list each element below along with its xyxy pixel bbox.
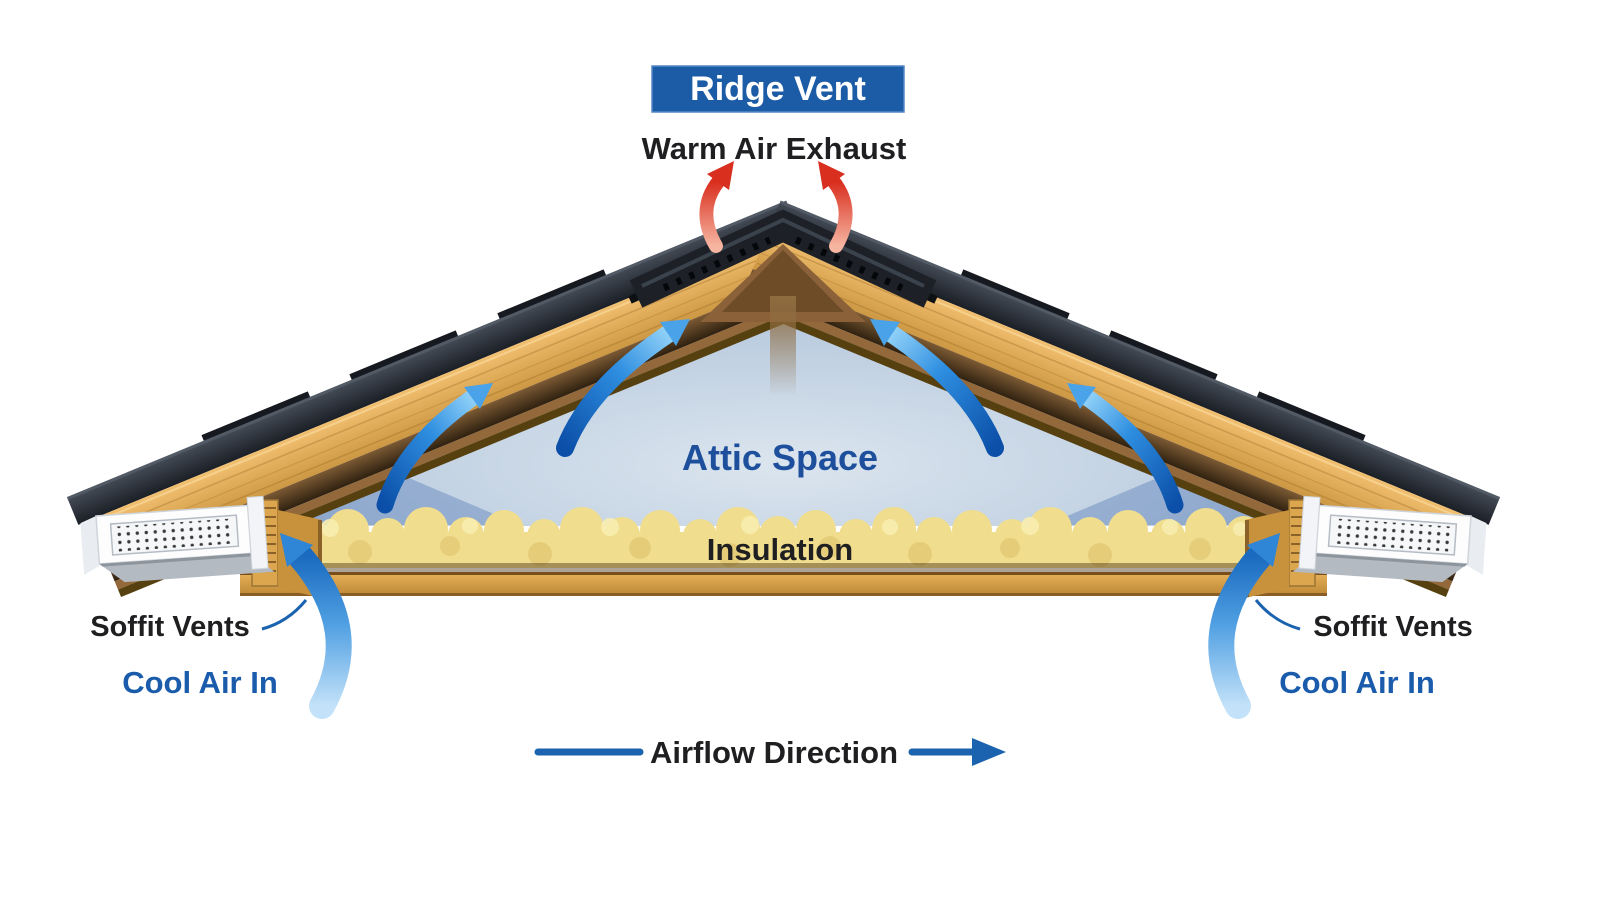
cool-air-in-label-right: Cool Air In — [1279, 665, 1435, 700]
attic-updraft-arrow — [1079, 389, 1184, 514]
attic-space-label: Attic Space — [682, 437, 878, 478]
attic-updraft-arrow — [883, 325, 1004, 457]
warm-exhaust-arrow-right — [827, 175, 853, 253]
attic-updraft-arrow — [376, 389, 481, 514]
ridge-vent-label: Ridge Vent — [690, 70, 866, 108]
soffit-intake-arrow-right — [1208, 543, 1273, 719]
airflow-arrowhead — [972, 738, 1006, 766]
leader-line-right — [1254, 599, 1301, 631]
arrowhead — [464, 383, 493, 409]
arrowhead — [818, 161, 845, 190]
attic-updraft-arrow — [556, 325, 677, 457]
ridge-vent-banner-bg — [651, 65, 905, 113]
cap-highlight — [641, 217, 925, 288]
warm-exhaust-arrows — [699, 161, 853, 253]
arrowhead — [1247, 533, 1280, 567]
soffit-intake-arrow-left — [287, 543, 352, 719]
warm-air-exhaust-label: Warm Air Exhaust — [642, 131, 907, 166]
cool-air-in-label-left: Cool Air In — [122, 665, 278, 700]
soffit-vents-label-right: Soffit Vents — [1313, 611, 1473, 643]
arrowhead — [660, 319, 690, 346]
arrowhead — [870, 319, 900, 346]
soffit-intake-arrows — [280, 533, 1280, 719]
leader-line-left — [261, 599, 308, 631]
insulation-layer — [292, 507, 1272, 572]
apex-beam-shadow — [722, 250, 844, 312]
attic-updraft-arrows — [376, 319, 1184, 514]
ridge-vent-cap — [628, 209, 938, 308]
insulation-shading — [348, 536, 1211, 567]
king-post — [770, 296, 796, 396]
ridge-vent-banner: Ridge Vent — [651, 65, 905, 113]
arrowhead — [707, 161, 734, 190]
warm-exhaust-arrow-left — [699, 175, 725, 253]
airflow-direction-label: Airflow Direction — [650, 735, 898, 770]
airflow-direction-row: Airflow Direction — [534, 735, 1006, 770]
cap-body — [629, 209, 937, 308]
insulation-underside-shadow — [300, 563, 1266, 572]
soffit-vents-label-left: Soffit Vents — [90, 611, 250, 643]
ceiling-plank — [240, 572, 1327, 596]
cap-vent-slats-left — [662, 236, 772, 292]
arrowhead — [1067, 383, 1096, 409]
insulation-highlights — [321, 516, 1247, 537]
cap-vent-slats-right — [794, 236, 904, 292]
insulation-label: Insulation — [707, 532, 853, 567]
arrowhead — [280, 533, 313, 567]
